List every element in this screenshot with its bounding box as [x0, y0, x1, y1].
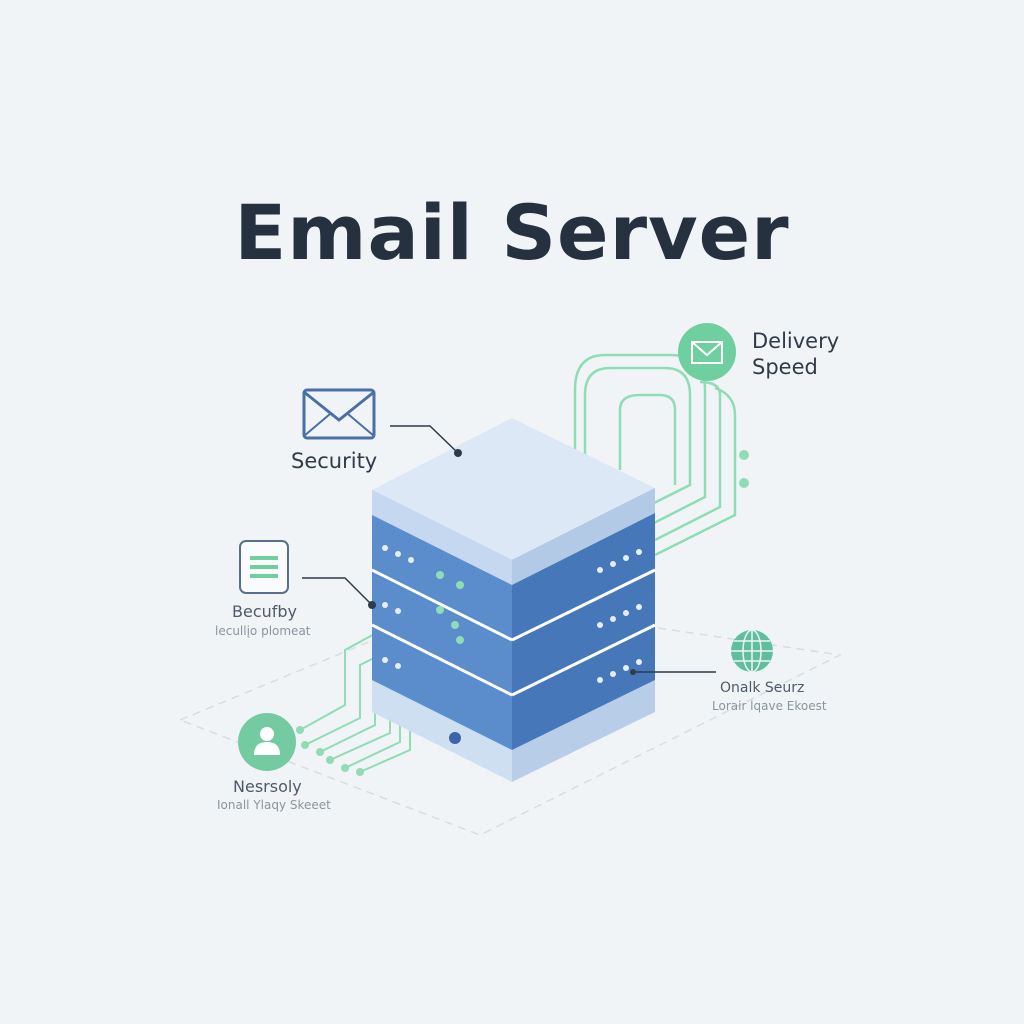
circuit-node: [739, 450, 749, 460]
delivery-speed-label: Delivery Speed: [752, 328, 839, 380]
server-base-right: [512, 680, 655, 782]
delivery-label-line2: Speed: [752, 355, 818, 379]
security-envelope-icon: [302, 388, 376, 440]
leader-lines: [302, 425, 716, 673]
user-icon: [238, 713, 296, 771]
user-sublabel: Ionall Ylaqy Skeeet: [217, 798, 331, 812]
server-base-left: [372, 680, 512, 782]
server-cube: [371, 418, 656, 782]
circuit-nodes-left: [296, 571, 464, 776]
circuit-node: [739, 478, 749, 488]
document-lines-icon: [239, 540, 289, 594]
circuit-lines-right: [573, 353, 737, 557]
floor-outline: [177, 599, 843, 836]
delivery-envelope-icon: [678, 323, 736, 381]
globe-icon: [731, 629, 773, 673]
user-label: Nesrsoly: [233, 777, 302, 796]
server-leds: [382, 545, 642, 683]
server-top: [372, 418, 655, 560]
becurby-label: Becufby: [232, 602, 298, 621]
security-label: Security: [291, 449, 378, 473]
delivery-label-line1: Delivery: [752, 329, 840, 353]
becurby-sublabel: lecullįo plomeat: [215, 624, 311, 638]
global-sublabel: Lorair lqave Ekoest: [712, 699, 827, 713]
power-led: [449, 732, 461, 744]
page-title: Email Server: [234, 188, 790, 277]
global-label: Onalk Seurz: [720, 680, 805, 696]
